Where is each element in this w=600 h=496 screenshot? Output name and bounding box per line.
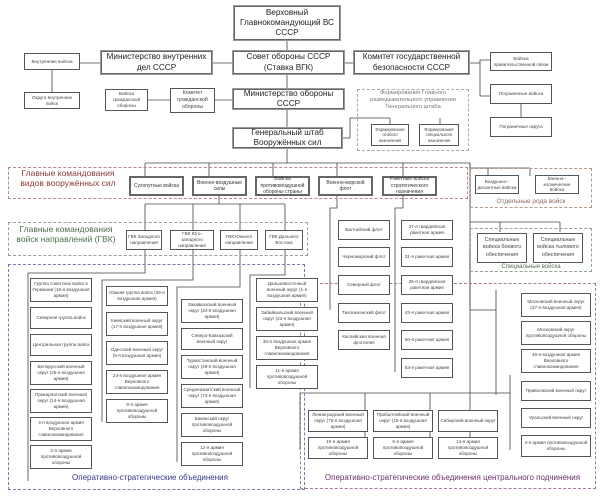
fareast-formation[interactable]: Дальневосточный военный округ (1-я возду… [256,278,318,302]
special-troops-label: Специальные войска [501,264,561,270]
gvk-far-east[interactable]: ГВК Дальнего Востока [265,230,303,250]
baltic-air-defense-box[interactable]: 6-я армия противовоздушной обороны [373,437,433,459]
west-formation[interactable]: Северная группа войск [30,307,92,329]
space-troops-box[interactable]: Военно--космические войска [535,175,579,194]
fleet-box[interactable]: Тихоокеанский флот [338,303,390,323]
gru-special-purpose-box[interactable]: Формирования особого назначения [371,124,409,146]
fleet-box[interactable]: Каспийская военная флотилия [338,330,390,350]
commander-box[interactable]: Верховный Главнокомандующий ВС СССР [233,5,341,41]
gvk-southwest[interactable]: ГВК Юго-западного направления [170,230,214,250]
fleet-box[interactable]: Балтийский флот [338,220,390,240]
south-formation[interactable]: Закавказский военный округ (34-я воздушн… [181,299,243,323]
gov-comm-troops-box[interactable]: Войска правительственной связи [490,52,552,71]
gru-frame [357,89,469,151]
west-formation[interactable]: Группа советских войск в Германии (16-я … [30,278,92,302]
fleet-box[interactable]: Северный флот [338,275,390,295]
gvk-south[interactable]: ГВК Южного направления [220,230,258,250]
branch-air-force[interactable]: Военно-воздушные силы [192,176,247,196]
border-districts-box[interactable]: Пограничные округа [490,117,552,137]
internal-troops-box[interactable]: Внутренние войска [24,53,80,70]
southwest-formation[interactable]: 8-я армия противовоздушной обороны [106,399,168,423]
moscow-formation[interactable]: Московский военный округ (37-я воздушная… [521,293,591,317]
gvk-west[interactable]: ГВК Западного направления [126,230,162,250]
rocket-army-box[interactable]: 43-я ракетная армия [401,303,453,323]
leningrad-air-defense-box[interactable]: 10-я армия противовоздушной обороны [308,437,368,459]
central-formation[interactable]: Приволжский военный округ [521,381,591,401]
rocket-army-box[interactable]: 35-я гвардейская ракетная армия [401,275,453,295]
southwest-formation[interactable]: Одесский военный округ (5-я воздушная ар… [106,341,168,365]
branch-navy[interactable]: Военно-морской флот [318,176,373,196]
west-formation[interactable]: 4-я воздушная армия Верховного главноком… [30,417,92,441]
gvk-frame [8,222,308,256]
logistics-troops-box[interactable]: Специальные войска тылового обеспечения [533,233,583,263]
siberian-air-defense-box[interactable]: 14-я армия противовоздушной обороны [438,437,498,459]
moscow-formation[interactable]: Московский округ противовоздушной оборон… [521,321,591,345]
west-formation[interactable]: Прикарпатский военный округ (14-я воздуш… [30,389,92,413]
rocket-army-box[interactable]: 50-я ракетная армия [401,330,453,350]
border-troops-box[interactable]: Пограничные войска [490,84,552,104]
rocket-army-box[interactable]: 53-я ракетная армия [401,358,453,378]
branch-strategic-rocket[interactable]: Ракетные войска стратегического назначен… [382,176,437,196]
central-formation[interactable]: Уральский военный округ [521,408,591,428]
southwest-formation[interactable]: Южная группа войск (36-я воздушная армия… [106,286,168,306]
south-formation[interactable]: Туркестанский военный округ (49-я воздуш… [181,355,243,379]
mvd-box[interactable]: Министерство внутренних дел СССР [100,50,213,75]
leningrad-district-box[interactable]: Ленинградский военный округ (76-я воздуш… [308,410,368,432]
branches-label: Главные командования видов вооружённых с… [20,168,116,189]
internal-districts-box[interactable]: Округа внутренних войск [24,92,80,109]
separate-arms-label: Отдельные рода войск [496,198,566,205]
west-formation[interactable]: Центральная группа войск [30,334,92,356]
south-formation[interactable]: Северо-Кавказский военный округ [181,328,243,350]
moscow-formation[interactable]: 46-я воздушная армия Верховного главноко… [521,349,591,373]
airborne-troops-box[interactable]: Воздушно--десантные войска [475,175,519,194]
general-staff-box[interactable]: Генеральный штаб Вооружённых сил [232,127,343,149]
mod-box[interactable]: Министерство обороны СССР [232,88,345,110]
rocket-army-box[interactable]: 27-я гвардейская ракетная армия [401,220,453,240]
branch-air-defense[interactable]: Войска противовоздушной обороны страны [255,176,310,196]
south-formation[interactable]: Бакинский округ противовоздушной обороны [181,413,243,437]
rocket-army-box[interactable]: 31-я ракетная армия [401,247,453,267]
south-formation[interactable]: Среднеазиатский военный округ (73-я возд… [181,384,243,408]
separate-arms-frame [470,168,592,208]
siberian-district-box[interactable]: Сибирский военный округ [438,410,498,432]
central-formation[interactable]: 4-я армия противовоздушной обороны [521,435,591,457]
special-troops-frame [470,228,592,272]
fareast-formation[interactable]: 11-я армия противовоздушной обороны [256,365,318,389]
southwest-formation[interactable]: 24-я воздушная армия Верховного главноко… [106,370,168,394]
branch-ground-forces[interactable]: Сухопутные войска [129,176,184,196]
west-formation[interactable]: Белорусский военный округ (26-я воздушна… [30,361,92,385]
southwest-formation[interactable]: Киевский военный округ (17-я воздушная а… [106,312,168,336]
gvk-label: Главные командования войск направлений (… [16,224,116,245]
operational-label: Оперативно-стратегические объединения [72,473,228,482]
central-label: Оперативно-стратегические объединения це… [324,473,581,482]
baltic-district-box[interactable]: Прибалтийский военный округ (15-я воздуш… [373,410,433,432]
fareast-formation[interactable]: 30-я воздушная армия Верховного главноко… [256,336,318,360]
civil-defense-troops-box[interactable]: Войска гражданской обороны [105,89,148,111]
gru-label: Формирования Главного разведывательного … [370,90,456,110]
combat-support-troops-box[interactable]: Специальные войска боевого обеспечения [477,233,527,263]
fareast-formation[interactable]: Забайкальский военный округ (23-я воздуш… [256,307,318,331]
defense-council-box[interactable]: Совет обороны СССР (Ставка ВГК) [232,50,345,75]
south-formation[interactable]: 12-я армия противовоздушной обороны [181,442,243,466]
civil-defense-committee-box[interactable]: Комитет гражданской обороны [170,88,215,113]
west-formation[interactable]: 2-я армия противовоздушной обороны [30,445,92,469]
fleet-box[interactable]: Черноморский флот [338,247,390,267]
gru-spec-purpose-box[interactable]: Формирования специального назначения [419,124,459,146]
branches-frame [8,167,468,199]
kgb-box[interactable]: Комитет государственной безопасности ССС… [353,50,470,75]
